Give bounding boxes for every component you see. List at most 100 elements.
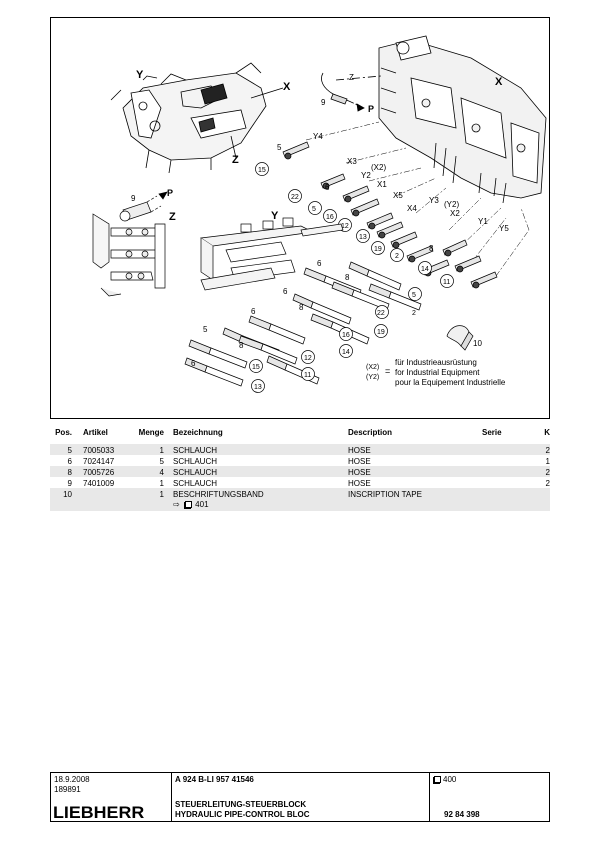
page-icon	[184, 501, 192, 508]
cell-artikel: 7401009	[83, 479, 115, 488]
model-line: A 924 B-LI 957 41546	[175, 775, 254, 784]
line-label-x3: X3	[347, 157, 357, 166]
line-label-x5: X5	[393, 191, 403, 200]
upper-callouts	[255, 162, 454, 288]
view-label-z-overview: Z	[232, 154, 239, 166]
title-block: 18.9.2008 189891 LIEBHERR A 924 B-LI 957…	[50, 772, 550, 822]
table-row: 9 7401009 1 SCHLAUCH HOSE 2	[50, 477, 550, 488]
line-label-p-z: P	[167, 188, 173, 198]
callout-5-upper: 5	[277, 143, 282, 152]
callout-15-upper: 15	[258, 167, 266, 174]
header-serie: Serie	[482, 428, 502, 437]
callout-15-lower: 15	[252, 364, 260, 371]
line-label-x4: X4	[407, 204, 417, 213]
pipe-9-top	[321, 72, 382, 112]
lower-callout-numbers: 6 8 5 2 22 19 16 14 6 8 6 12 11 5 8 15 6…	[191, 259, 416, 391]
callout-16-lower: 16	[342, 332, 350, 339]
callout-22-lower: 22	[377, 310, 385, 317]
cell-pos: 8	[67, 468, 72, 477]
title-german: STEUERLEITUNG-STEUERBLOCK	[175, 800, 307, 809]
cell-menge: 1	[159, 446, 164, 455]
table-row: 10 1 BESCHRIFTUNGSBAND INSCRIPTION TAPE	[50, 488, 550, 499]
leader-lines	[305, 121, 530, 277]
cell-pos: 6	[67, 457, 72, 466]
cell-artikel: 7024147	[83, 457, 115, 466]
callout-6-lower-a: 6	[317, 259, 322, 268]
callout-5-upper-circle: 5	[312, 206, 316, 213]
line-label-y2-paren: (Y2)	[444, 200, 459, 209]
legend-equals: =	[385, 366, 390, 376]
cell-bezeichnung: SCHLAUCH	[173, 446, 218, 455]
cell-bezeichnung: BESCHRIFTUNGSBAND	[173, 490, 264, 499]
legend-line-fr: pour la Equipement Industrielle	[395, 378, 506, 387]
line-label-y4: Y4	[313, 132, 323, 141]
table-row: 5 7005033 1 SCHLAUCH HOSE 2	[50, 444, 550, 455]
page-reference-link[interactable]: ⇨ 401	[173, 500, 209, 510]
page-reference-row: ⇨ 401	[50, 499, 550, 511]
callout-5-lower: 5	[412, 292, 416, 299]
page-icon	[434, 776, 441, 783]
callout-9-top: 9	[321, 98, 326, 107]
view-label-x-overview: X	[283, 81, 291, 93]
view-label-y-detail: Y	[271, 210, 279, 222]
cell-description: HOSE	[348, 468, 371, 477]
callout-6-lower-c: 6	[251, 307, 256, 316]
title-block-divider	[171, 773, 172, 821]
upper-line-labels: Y4 X3 (X2) Y2 X1 X5 X4 Y3 (Y2) X2 Y1 Y5	[313, 132, 509, 233]
view-label-y-overview: Y	[136, 69, 144, 81]
upper-callout-numbers: 5 15 22 6 5 16 12 13 19 2 8 14 11	[258, 143, 450, 286]
cell-description: INSCRIPTION TAPE	[348, 490, 422, 499]
callout-8-lower-a: 8	[345, 273, 350, 282]
cell-bezeichnung: SCHLAUCH	[173, 468, 218, 477]
doc-code: 189891	[54, 785, 81, 794]
callout-8-lower-c: 8	[239, 341, 244, 350]
view-label-z-detail: Z	[169, 211, 176, 223]
cell-bezeichnung: SCHLAUCH	[173, 479, 218, 488]
table-row: 6 7024147 5 SCHLAUCH HOSE 1	[50, 455, 550, 466]
exploded-drawing-frame: Y X Z X Z P 9	[50, 17, 550, 419]
callout-6-upper: 6	[325, 183, 330, 192]
page-indicator: 400	[434, 775, 456, 785]
callout-11-lower: 11	[304, 372, 311, 379]
line-label-y2: Y2	[361, 171, 371, 180]
cell-description: HOSE	[348, 446, 371, 455]
exploded-parts-drawing: Y X Z X Z P 9	[92, 35, 547, 393]
callout-8-upper: 8	[429, 244, 434, 253]
callout-13-upper: 13	[359, 234, 367, 241]
header-pos: Pos.	[55, 428, 72, 437]
line-label-y3: Y3	[429, 196, 439, 205]
cell-bezeichnung: SCHLAUCH	[173, 457, 218, 466]
z-detail-illustration	[92, 191, 168, 297]
line-label-p-top: P	[368, 104, 374, 114]
header-artikel: Artikel	[83, 428, 108, 437]
parts-table-header: Pos. Artikel Menge Bezeichnung Descripti…	[50, 426, 550, 444]
cell-artikel: 7005726	[83, 468, 115, 477]
equipment-legend: (X2) (Y2) = für Industrieausrüstung for …	[366, 358, 506, 387]
cell-k: 2	[545, 479, 550, 488]
print-date: 18.9.2008	[54, 775, 90, 784]
legend-code-y2: (Y2)	[366, 374, 379, 381]
title-block-divider	[429, 773, 430, 821]
cell-pos: 9	[67, 479, 72, 488]
callout-10: 10	[473, 339, 482, 348]
line-label-x2-paren: (X2)	[371, 163, 386, 172]
inscription-tape-illustration	[446, 325, 474, 351]
parts-table: Pos. Artikel Menge Bezeichnung Descripti…	[50, 426, 550, 511]
callout-6-lower-d: 6	[191, 359, 196, 368]
callout-9-z: 9	[131, 194, 136, 203]
overview-frame-illustration	[110, 62, 284, 174]
line-label-z-top: Z	[349, 73, 354, 82]
arrow-right-icon: ⇨	[173, 500, 180, 509]
cell-k: 2	[545, 446, 550, 455]
lower-callouts	[249, 287, 422, 393]
legend-line-de: für Industrieausrüstung	[395, 358, 477, 367]
callout-12-lower: 12	[304, 355, 312, 362]
callout-2-lower: 2	[412, 310, 416, 317]
header-bezeichnung: Bezeichnung	[173, 428, 223, 437]
cell-menge: 1	[159, 479, 164, 488]
legend-code-x2: (X2)	[366, 364, 379, 371]
callout-8-lower-b: 8	[299, 303, 304, 312]
legend-line-en: for Industrial Equipment	[395, 368, 480, 377]
line-label-x1: X1	[377, 180, 387, 189]
callout-19-lower: 19	[377, 329, 385, 336]
